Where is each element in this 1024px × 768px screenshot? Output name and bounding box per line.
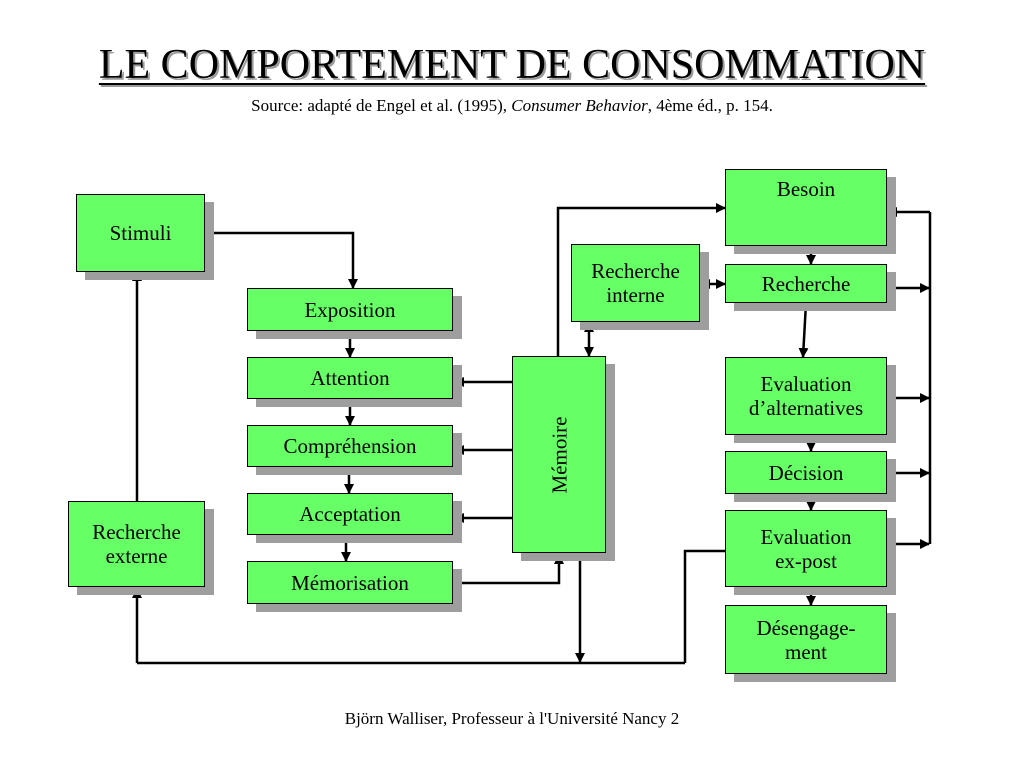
node-memoire: Mémoire	[512, 356, 606, 553]
node-label: Compréhension	[283, 434, 417, 458]
node-label: Stimuli	[109, 221, 172, 245]
node-recherche: Recherche	[725, 264, 887, 303]
node-label: Evaluation d’alternatives	[748, 372, 864, 420]
node-recherche-interne: Recherche interne	[571, 244, 700, 322]
node-label: Recherche interne	[591, 259, 680, 307]
source-suffix: , 4ème éd., p. 154.	[647, 96, 773, 115]
node-label: Attention	[310, 366, 390, 390]
node-label: Désengage- ment	[756, 615, 856, 664]
node-memorisation: Mémorisation	[247, 561, 453, 604]
arrow-memorisation-memoire	[453, 554, 564, 585]
arrow-recherche-evaluation	[798, 302, 809, 358]
node-stimuli: Stimuli	[76, 194, 205, 272]
node-decision: Décision	[725, 451, 887, 494]
arrow-stimuli-exposition	[205, 231, 358, 289]
node-recherche-externe: Recherche externe	[68, 501, 205, 587]
node-besoin: Besoin	[725, 169, 887, 246]
source-book-title: Consumer Behavior	[511, 96, 648, 115]
node-evaluation-ex-post: Evaluation ex-post	[725, 510, 887, 587]
node-desengagement: Désengage- ment	[725, 605, 887, 674]
source-citation: Source: adapté de Engel et al. (1995), C…	[0, 95, 1024, 117]
node-label: Mémorisation	[291, 570, 409, 595]
arrow-memoire-besoin	[556, 203, 726, 356]
node-attention: Attention	[247, 357, 453, 399]
page-title: LE COMPORTEMENT DE CONSOMMATION	[98, 42, 926, 88]
node-label: Recherche	[761, 271, 851, 296]
line-expost-feedback	[683, 549, 725, 663]
node-exposition: Exposition	[247, 288, 453, 331]
node-label: Exposition	[304, 297, 396, 322]
node-label: Mémoire	[546, 416, 571, 493]
node-acceptation: Acceptation	[247, 493, 453, 535]
node-comprehension: Compréhension	[247, 425, 453, 467]
source-prefix: Source: adapté de Engel et al. (1995),	[251, 96, 512, 115]
node-label: Acceptation	[299, 502, 401, 526]
node-evaluation-alternatives: Evaluation d’alternatives	[725, 357, 887, 435]
node-label: Evaluation ex-post	[760, 524, 852, 573]
node-label: Décision	[768, 460, 844, 485]
node-label: Besoin	[776, 176, 836, 201]
node-label: Recherche externe	[92, 520, 181, 568]
footer-credit: Björn Walliser, Professeur à l'Universit…	[344, 709, 680, 728]
